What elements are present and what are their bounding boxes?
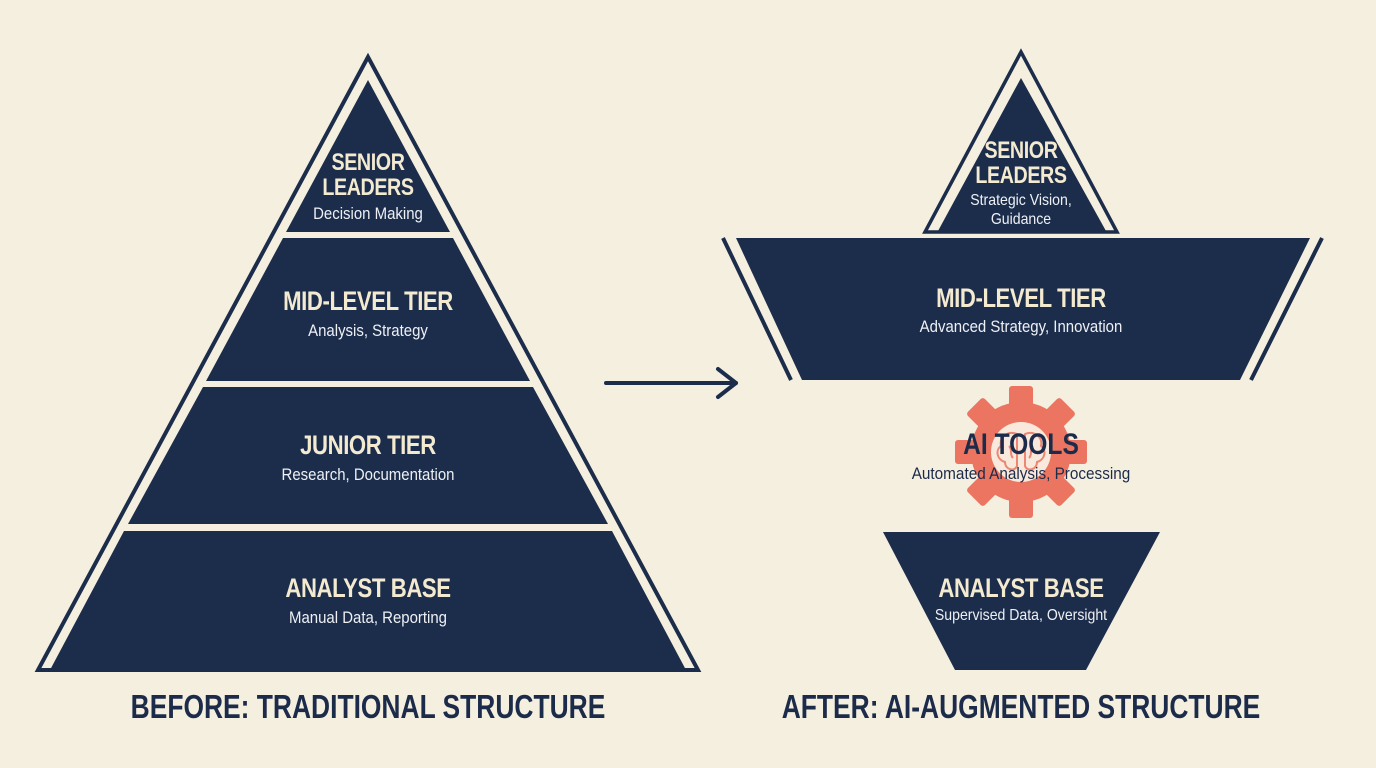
after-senior-subtitle-line1: Strategic Vision,: [970, 192, 1072, 209]
brain-icon: [996, 432, 1046, 471]
arrow-right-icon: [604, 367, 738, 399]
after-caption: AFTER: AI-AUGMENTED STRUCTURE: [781, 688, 1261, 725]
before-mid-subtitle: Analysis, Strategy: [308, 321, 428, 340]
before-caption: BEFORE: TRADITIONAL STRUCTURE: [130, 688, 606, 725]
before-pyramid: [34, 52, 702, 672]
ai-tools-title: AI TOOLS: [963, 428, 1079, 461]
before-analyst-title: ANALYST BASE: [285, 573, 451, 603]
after-analyst-title: ANALYST BASE: [938, 573, 1104, 603]
tier-mid-shape: [206, 238, 530, 381]
after-analyst-subtitle: Supervised Data, Oversight: [934, 607, 1108, 624]
after-senior-title: SENIOR LEADERS: [975, 137, 1067, 189]
ai-tools-subtitle: Automated Analysis, Processing: [911, 464, 1131, 483]
before-senior-title-line1: SENIOR: [331, 149, 405, 176]
tier-senior-shape: [286, 80, 450, 232]
before-mid-title: MID-LEVEL TIER: [283, 286, 453, 316]
before-senior-subtitle: Decision Making: [313, 204, 423, 223]
after-analyst-trapezoid: [883, 532, 1160, 670]
before-junior-title: JUNIOR TIER: [300, 430, 436, 460]
tier-analyst-shape: [50, 531, 686, 670]
after-senior-subtitle: Strategic Vision, Guidance: [970, 191, 1071, 229]
after-senior-title-line1: SENIOR: [984, 137, 1058, 164]
after-senior-triangle: [922, 48, 1120, 234]
after-mid-subtitle: Advanced Strategy, Innovation: [919, 317, 1123, 336]
after-senior-subtitle-line2: Guidance: [990, 211, 1052, 228]
before-senior-title: SENIOR LEADERS: [322, 149, 414, 201]
before-junior-subtitle: Research, Documentation: [281, 465, 455, 484]
before-senior-title-line2: LEADERS: [322, 174, 414, 201]
after-mid-title: MID-LEVEL TIER: [936, 283, 1106, 313]
gear-brain-icon: [955, 386, 1087, 518]
before-analyst-subtitle: Manual Data, Reporting: [288, 608, 448, 627]
after-senior-title-line2: LEADERS: [975, 162, 1067, 189]
after-mid-trapezoid: [721, 237, 1324, 381]
tier-junior-shape: [128, 387, 608, 524]
